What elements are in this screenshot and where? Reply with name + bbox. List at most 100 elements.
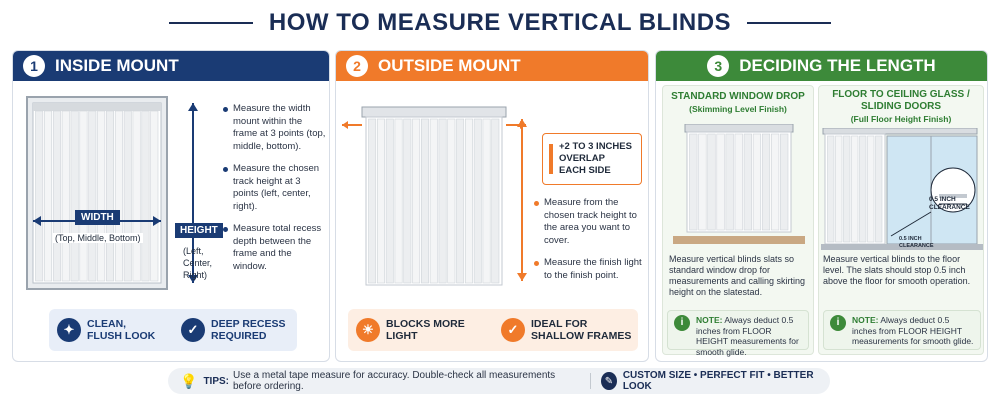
feature-label: DEEP RECESS bbox=[211, 318, 286, 330]
blind-slat bbox=[707, 133, 716, 231]
blind-slat bbox=[150, 110, 159, 282]
list-item: Measure from the chosen track height to … bbox=[534, 197, 646, 247]
feature-label: SHALLOW FRAMES bbox=[531, 330, 632, 342]
deciding-length-heading: DECIDING THE LENGTH bbox=[739, 56, 936, 75]
height-label: HEIGHT bbox=[175, 223, 223, 238]
feature-label: REQUIRED bbox=[211, 330, 267, 342]
lightbulb-icon: 💡 bbox=[180, 372, 198, 389]
blind-slat bbox=[394, 118, 403, 284]
blind-slat bbox=[438, 118, 447, 284]
blind-slat bbox=[385, 118, 394, 284]
blind-slat bbox=[141, 110, 150, 282]
blind-slat bbox=[114, 110, 123, 282]
blind-slat bbox=[429, 118, 438, 284]
outside-mount-steps: Measure from the chosen track height to … bbox=[534, 197, 646, 292]
feature-label: BLOCKS MORE LIGHT bbox=[386, 318, 465, 342]
blind-slat bbox=[867, 135, 875, 243]
step-number: 2 bbox=[346, 55, 368, 77]
height-sub-line: (Left, bbox=[183, 246, 204, 256]
blind-slats bbox=[35, 110, 159, 282]
callout-line: EACH SIDE bbox=[559, 165, 611, 176]
feature-blocks-light: ☀ BLOCKS MORE LIGHT bbox=[348, 318, 493, 342]
blind-slat bbox=[875, 135, 883, 243]
blind-slat bbox=[752, 133, 762, 231]
blind-slat bbox=[456, 118, 465, 284]
outside-mount-heading: OUTSIDE MOUNT bbox=[378, 56, 521, 75]
list-item: Measure total recess depth between the f… bbox=[223, 223, 327, 273]
floor-ceiling-card: FLOOR TO CEILING GLASS / SLIDING DOORS (… bbox=[818, 85, 984, 355]
blind-slat bbox=[368, 118, 377, 284]
floor-ceiling-title: FLOOR TO CEILING GLASS / SLIDING DOORS bbox=[819, 89, 983, 113]
note-body: Always deduct 0.5 inches from FLOOR HEIG… bbox=[696, 315, 799, 357]
sparkle-icon: ✦ bbox=[57, 318, 81, 342]
page-title: HOW TO MEASURE VERTICAL BLINDS bbox=[268, 9, 732, 36]
note-body: Always deduct 0.5 inches from FLOOR HEIG… bbox=[852, 315, 974, 346]
blind-slat bbox=[97, 110, 106, 282]
blind-slat bbox=[35, 110, 44, 282]
pencil-icon: ✎ bbox=[601, 372, 617, 390]
feature-label: CLEAN, bbox=[87, 318, 127, 330]
overlap-marker bbox=[549, 144, 553, 174]
tips-divider bbox=[590, 373, 592, 389]
note-label: NOTE: bbox=[696, 315, 723, 325]
inside-mount-panel: 1 INSIDE MOUNT WIDTH (Top, Middle, Botto… bbox=[12, 50, 330, 362]
standard-drop-illustration bbox=[673, 124, 805, 244]
step-number: 3 bbox=[707, 55, 730, 77]
title-line: SLIDING DOORS bbox=[860, 101, 941, 112]
blind-slat bbox=[403, 118, 412, 284]
callout-line: +2 TO 3 INCHES bbox=[559, 141, 632, 152]
title-rule-left bbox=[168, 22, 253, 24]
inside-mount-illustration bbox=[26, 96, 198, 290]
blind-slat bbox=[447, 118, 456, 284]
blind-slat bbox=[61, 110, 70, 282]
blind-slat bbox=[859, 135, 867, 243]
standard-drop-note: i NOTE: Always deduct 0.5 inches from FL… bbox=[667, 310, 809, 357]
blind-slat bbox=[491, 118, 500, 284]
clearance-line: CLEARANCE bbox=[929, 204, 970, 211]
standard-drop-title: STANDARD WINDOW DROP bbox=[671, 91, 805, 102]
blind-slat bbox=[771, 133, 780, 231]
blind-slat bbox=[827, 135, 835, 243]
step-number: 1 bbox=[23, 55, 45, 77]
floor-ceiling-note: i NOTE: Always deduct 0.5 inches from FL… bbox=[823, 310, 981, 350]
blind-slats bbox=[827, 135, 883, 243]
blind-slat bbox=[106, 110, 115, 282]
blind-slat bbox=[52, 110, 61, 282]
blind-slat bbox=[689, 133, 698, 231]
list-item: Measure the chosen track height at 3 poi… bbox=[223, 163, 327, 213]
clearance-small-label: 0.5 INCH CLEARANCE bbox=[899, 236, 934, 249]
overlap-text: +2 TO 3 INCHES OVERLAP EACH SIDE bbox=[559, 141, 632, 177]
blind-slat bbox=[70, 110, 79, 282]
blind-slats bbox=[368, 118, 500, 284]
blind-slat bbox=[780, 133, 789, 231]
height-sublabel: (Left, Center, Right) bbox=[183, 245, 212, 281]
title-rule-right bbox=[747, 22, 832, 24]
blind-slat bbox=[698, 133, 707, 231]
blind-slat bbox=[88, 110, 97, 282]
blind-slat bbox=[851, 135, 859, 243]
tips-text: Use a metal tape measure for accuracy. D… bbox=[233, 370, 556, 392]
blind-slat bbox=[132, 110, 141, 282]
blind-slat bbox=[44, 110, 53, 282]
outside-mount-header: 2 OUTSIDE MOUNT bbox=[336, 51, 648, 81]
blind-slats bbox=[689, 133, 789, 231]
outside-mount-panel: 2 OUTSIDE MOUNT +2 TO 3 INCHES OVERLAP E… bbox=[335, 50, 649, 362]
list-item: Measure the finish light to the finish p… bbox=[534, 257, 646, 282]
blind-slat bbox=[835, 135, 843, 243]
blind-slat bbox=[743, 133, 752, 231]
blind-slat bbox=[761, 133, 771, 231]
standard-drop-card: STANDARD WINDOW DROP (Skimming Level Fin… bbox=[662, 85, 814, 357]
floor-ceiling-illustration bbox=[821, 128, 983, 250]
shield-check-icon: ✓ bbox=[501, 318, 525, 342]
blind-slat bbox=[482, 118, 491, 284]
tagline: CUSTOM SIZE • PERFECT FIT • BETTER LOOK bbox=[622, 370, 814, 392]
standard-drop-description: Measure vertical blinds slats so standar… bbox=[669, 254, 806, 297]
callout-line: OVERLAP bbox=[559, 153, 605, 164]
check-icon: ✓ bbox=[181, 318, 205, 342]
title-line: FLOOR TO CEILING GLASS / bbox=[832, 89, 970, 100]
width-label: WIDTH bbox=[75, 210, 120, 225]
inside-mount-heading: INSIDE MOUNT bbox=[55, 56, 179, 75]
